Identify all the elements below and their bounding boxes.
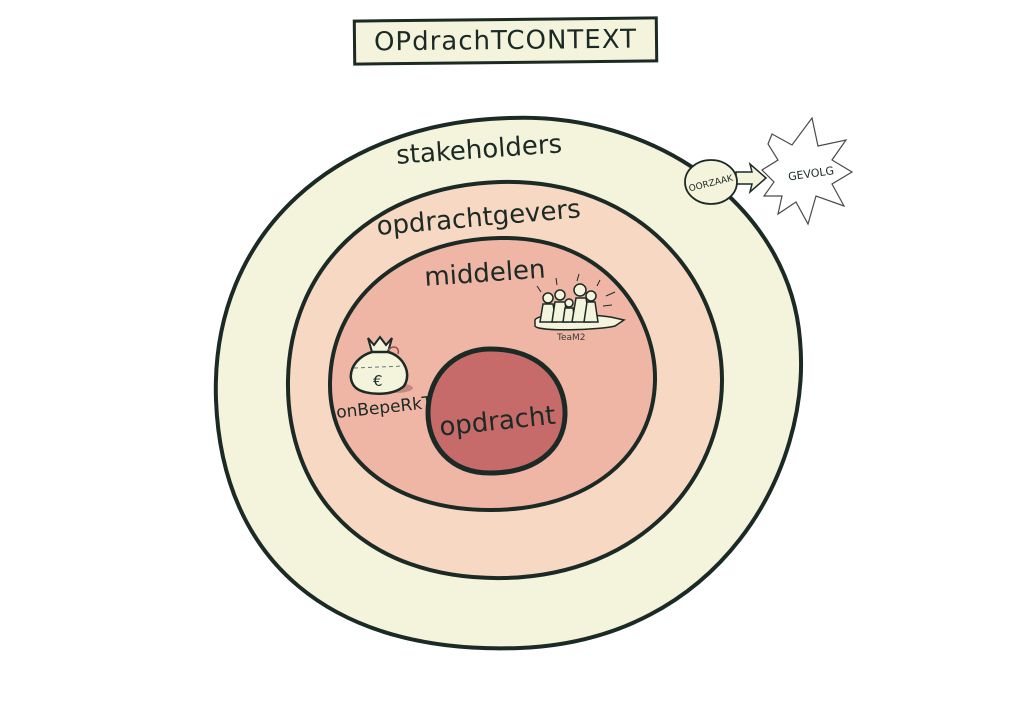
label-team: TeaM2	[556, 333, 586, 343]
ring-opdracht	[425, 346, 568, 476]
cause-bubble	[684, 159, 738, 205]
label-gevolg: GEVOLG	[787, 164, 834, 183]
effect-starburst-icon	[761, 116, 854, 226]
euro-symbol: €	[373, 372, 383, 390]
team-icon	[534, 273, 626, 331]
cause-effect-group: OORZAAK GEVOLG	[684, 116, 854, 226]
money-bag-icon: €	[349, 335, 413, 395]
arrow-icon	[735, 161, 768, 195]
